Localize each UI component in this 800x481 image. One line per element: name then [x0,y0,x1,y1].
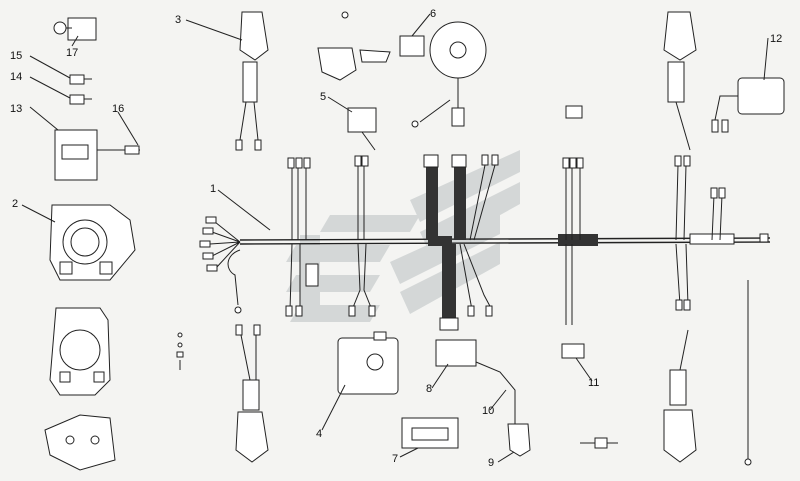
callout-11: 11 [588,377,599,389]
callout-9: 9 [488,457,494,469]
callout-1: 1 [210,183,216,195]
front-right-turn-signal [663,11,697,151]
rear-left-turn-signal [235,324,269,463]
instrument-cover [49,307,111,396]
spark-plug-cap [507,423,531,457]
callout-6: 6 [430,8,436,20]
callout-3: 3 [175,14,181,26]
indicator-bulb-15 [69,74,92,85]
callout-12: 12 [770,33,782,45]
callout-16: 16 [112,103,124,115]
stator-bracket [317,11,391,81]
small-fasteners [176,332,184,370]
fuse [565,105,583,119]
handlebar-switch [54,129,98,181]
cdi-unit [401,417,459,449]
harness-left-connectors [199,216,242,314]
main-wiring-harness [199,154,771,331]
callout-14: 14 [10,71,22,83]
leader-lines [21,13,769,463]
spark-plug [580,437,618,449]
harness-branches [287,154,769,243]
indicator-bulb-14 [69,94,92,105]
horn [711,77,785,133]
callout-17: 17 [66,47,78,59]
headlight [337,331,399,395]
ignition-coil [435,339,516,425]
instrument-housing [49,204,136,281]
rectifier [347,107,377,151]
callout-5: 5 [320,91,326,103]
ignition-switch [53,17,97,41]
callout-labels: 1 2 3 4 5 6 7 8 9 10 11 12 13 14 15 16 1… [10,8,782,469]
callout-7: 7 [392,453,398,465]
callout-4: 4 [316,428,322,440]
rod [744,280,752,466]
callout-15: 15 [10,50,22,62]
callout-2: 2 [12,198,18,210]
callout-8: 8 [426,383,432,395]
callout-10: 10 [482,405,494,417]
front-left-turn-signal [235,11,269,151]
harness-down-branches [285,243,691,331]
switch-cable [97,145,140,155]
callout-13: 13 [10,103,22,115]
stator [399,21,487,128]
relay [561,343,585,359]
rear-right-turn-signal [663,329,697,463]
mounting-bracket [44,414,116,471]
